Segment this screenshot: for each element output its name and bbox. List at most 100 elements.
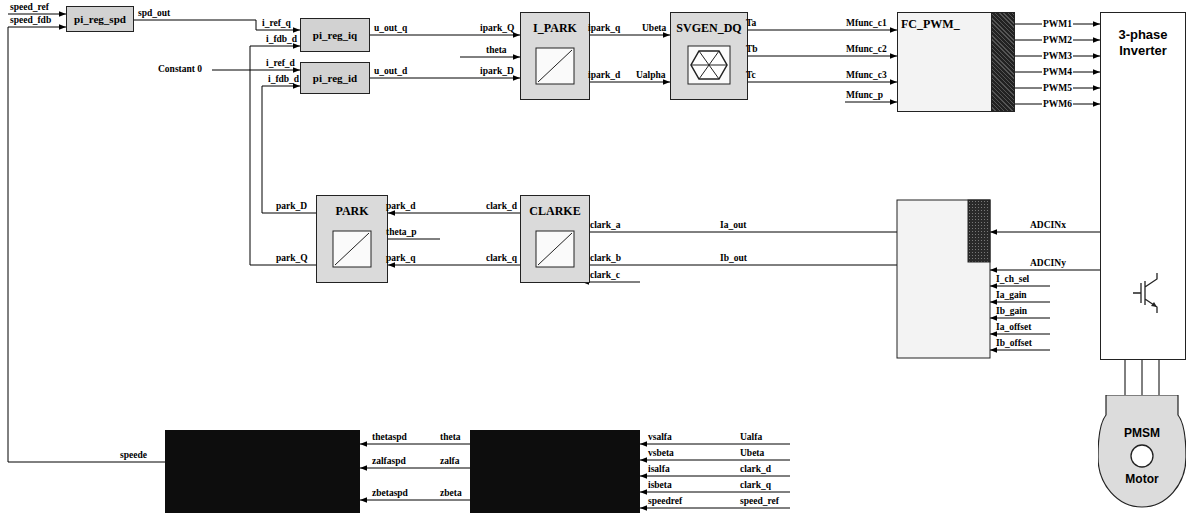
signal-name: Constant 0	[158, 64, 202, 75]
signal-name: PWM5	[1042, 83, 1073, 94]
signal-name: u_out_q	[374, 23, 407, 34]
signal-name: ADCINx	[1030, 220, 1066, 231]
transform-symbol	[535, 230, 575, 272]
signal-name: Ib_out	[720, 253, 747, 264]
signal-name: Ualpha	[636, 70, 666, 81]
signal-name: PWM6	[1042, 99, 1073, 110]
signal-connector	[748, 30, 897, 31]
pi-controller-box: pi_reg_id	[300, 62, 370, 94]
transform-box: I_PARK	[520, 12, 590, 100]
signal-name: clark_q	[486, 253, 517, 264]
signal-name: theta	[486, 45, 507, 56]
signal-name: i_fdb_d	[266, 34, 297, 45]
signal-name: i_ref_d	[266, 58, 295, 69]
signal-name: Mfunc_p	[846, 90, 883, 101]
signal-name: Ib_offset	[996, 338, 1032, 349]
signal-name: park_d	[386, 201, 416, 212]
block-title: SVGEN_DQ	[671, 21, 747, 35]
block-title: I_PARK	[521, 21, 589, 35]
signal-name: Ib_gain	[996, 306, 1027, 317]
signal-name: ipark_D	[480, 66, 514, 77]
signal-name: Ia_gain	[996, 290, 1027, 301]
transistor-symbol	[1127, 271, 1167, 319]
block-title: PARK	[317, 204, 387, 218]
signal-name: ipark_q	[588, 23, 620, 34]
adc-block	[897, 200, 990, 358]
signal-connector	[388, 213, 520, 214]
signal-name: Tb	[746, 44, 758, 55]
signal-name: vsalfa	[648, 432, 672, 443]
signal-connector	[1142, 360, 1143, 395]
signal-name: PWM2	[1042, 35, 1073, 46]
signal-name: PWM3	[1042, 51, 1073, 62]
signal-name: Ia_offset	[996, 322, 1031, 333]
signal-name: clark_b	[590, 253, 621, 264]
block-title: pi_reg_spd	[74, 12, 126, 26]
hexagon-symbol	[687, 45, 731, 89]
signal-name: zbetaspd	[372, 488, 408, 499]
signal-name: i_ref_q	[262, 18, 291, 29]
signal-name: Ia_out	[720, 220, 746, 231]
block-subtitle: Motor	[1125, 472, 1158, 486]
signal-name: isbeta	[648, 480, 672, 491]
signal-name: clark_q	[740, 480, 771, 491]
motor-symbol: PMSMMotor	[1098, 395, 1186, 510]
signal-name: clark_d	[486, 201, 517, 212]
signal-name: speede	[120, 450, 147, 461]
signal-connector	[370, 35, 520, 36]
block-title: FC_PWM_	[901, 17, 1014, 31]
block-title: 3-phase Inverter	[1105, 27, 1181, 59]
signal-name: zalfa	[440, 456, 460, 467]
signal-name: clark_d	[740, 464, 771, 475]
signal-connector	[388, 265, 520, 266]
signal-name: clark_c	[590, 270, 620, 281]
signal-name: ipark_Q	[480, 23, 514, 34]
signal-name: vsbeta	[648, 448, 674, 459]
pin-strip	[991, 13, 1014, 111]
signal-name: i_fdb_d	[268, 74, 299, 85]
signal-name: Ubeta	[642, 23, 666, 34]
signal-name: clark_a	[590, 220, 621, 231]
signal-name: theta_p	[386, 227, 417, 238]
signal-connector	[262, 86, 316, 213]
signal-name: Mfunc_c3	[846, 70, 887, 81]
signal-connector	[1125, 360, 1126, 395]
signal-name: isalfa	[648, 464, 670, 475]
signal-name: speedref	[648, 496, 682, 507]
signal-name: zbeta	[440, 488, 462, 499]
signal-name: thetaspd	[372, 432, 407, 443]
signal-name: PWM1	[1042, 19, 1073, 30]
inverter-box: 3-phase Inverter	[1100, 12, 1186, 360]
signal-connector	[1159, 360, 1160, 395]
signal-name: ipark_d	[588, 70, 620, 81]
svpwm-box: SVGEN_DQ	[670, 12, 748, 100]
block-title: CLARKE	[521, 204, 589, 218]
block-title: pi_reg_id	[313, 71, 357, 85]
signal-name: zalfaspd	[372, 456, 406, 467]
signal-connector	[748, 56, 897, 57]
signal-name: Mfunc_c1	[846, 18, 887, 29]
signal-name: u_out_d	[374, 66, 407, 77]
position-observer-block	[470, 430, 640, 513]
transform-symbol	[535, 47, 575, 89]
signal-connector	[370, 78, 520, 79]
signal-name: ADCINy	[1030, 258, 1066, 269]
signal-name: park_Q	[276, 253, 308, 264]
transform-box: CLARKE	[520, 195, 590, 283]
adc-pin-strip	[968, 200, 990, 262]
signal-name: PWM4	[1042, 67, 1073, 78]
pi-controller-box: pi_reg_spd	[66, 6, 134, 32]
signal-name: Tc	[746, 70, 756, 81]
transform-symbol	[332, 230, 372, 272]
signal-connector	[590, 82, 670, 83]
signal-connector	[590, 35, 670, 36]
pi-controller-box: pi_reg_iq	[300, 18, 370, 52]
signal-name: spd_out	[138, 8, 170, 19]
signal-name: Ubeta	[740, 448, 764, 459]
signal-name: speed_ref	[740, 496, 779, 507]
signal-name: park_q	[386, 253, 416, 264]
signal-name: Mfunc_c2	[846, 44, 887, 55]
signal-name: Ta	[746, 18, 756, 29]
signal-connector	[748, 82, 897, 83]
signal-name: park_D	[276, 201, 307, 212]
